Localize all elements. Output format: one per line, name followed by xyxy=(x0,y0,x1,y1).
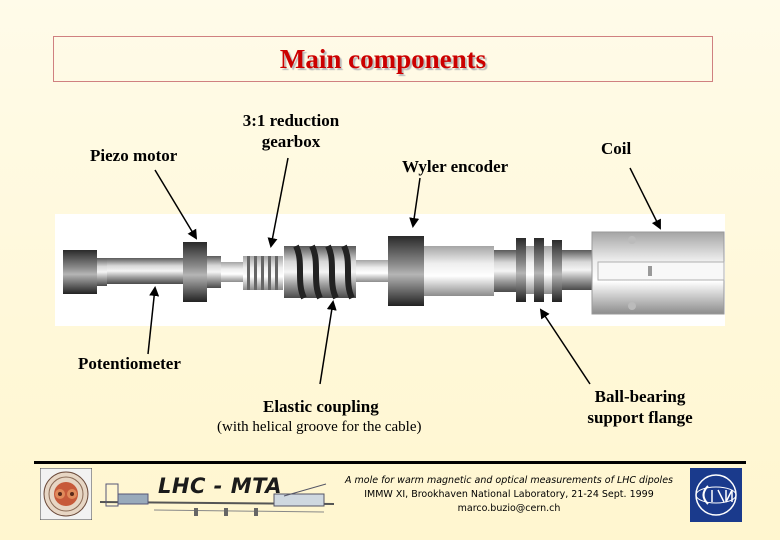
mole-assembly-drawing xyxy=(63,157,725,385)
elastic-coupling xyxy=(284,244,356,300)
label-gearbox-line1: 3:1 reduction xyxy=(242,111,340,130)
wyler-encoder-body xyxy=(388,236,424,306)
lhc-logo xyxy=(40,468,92,520)
piezo-motor-body xyxy=(183,242,207,302)
arrow-piezo-motor xyxy=(154,169,198,240)
footer-line1: A mole for warm magnetic and optical mea… xyxy=(345,475,673,486)
gearbox xyxy=(243,256,283,290)
cern-logo xyxy=(690,468,742,522)
piezo-motor-hub xyxy=(207,256,221,288)
footer-line2: IMMW XI, Brookhaven National Laboratory,… xyxy=(364,489,654,500)
end-cap-neck xyxy=(97,258,107,286)
label-flange-line2: support flange xyxy=(587,408,693,427)
footer-line3: marco.buzio@cern.ch xyxy=(457,503,561,514)
arrow-elastic-coupling xyxy=(319,300,337,385)
label-elastic-coupling-note: (with helical groove for the cable) xyxy=(217,419,422,435)
title-box: Main components xyxy=(53,36,713,82)
label-piezo-motor: Piezo motor xyxy=(90,146,178,165)
arrow-flange xyxy=(539,308,591,385)
label-gearbox-line2: gearbox xyxy=(261,132,321,151)
label-gearbox: 3:1 reduction gearbox xyxy=(234,110,348,152)
label-wyler-encoder: Wyler encoder xyxy=(402,157,509,176)
label-elastic-coupling: Elastic coupling xyxy=(263,397,379,416)
mole-sketch xyxy=(99,483,335,516)
label-potentiometer: Potentiometer xyxy=(78,354,181,373)
footer-divider xyxy=(34,461,746,464)
arrow-wyler-encoder xyxy=(409,177,421,228)
encoder-shaft xyxy=(356,260,388,282)
motor-shaft xyxy=(221,262,243,282)
coil-tube xyxy=(591,231,725,315)
end-cap xyxy=(63,250,97,294)
label-flange-line1: Ball-bearing xyxy=(594,387,686,406)
ball-bearing-flange xyxy=(494,238,592,302)
footer-text: A mole for warm magnetic and optical mea… xyxy=(344,474,674,516)
label-coil: Coil xyxy=(601,139,632,158)
encoder-housing xyxy=(424,246,494,296)
label-flange: Ball-bearing support flange xyxy=(574,386,706,428)
potentiometer-body xyxy=(107,258,185,284)
arrow-coil xyxy=(629,167,661,230)
arrow-gearbox xyxy=(267,157,289,248)
arrow-potentiometer xyxy=(147,286,160,355)
lhc-mta-label: LHC - MTA xyxy=(158,474,283,498)
page-title: Main components xyxy=(279,43,487,74)
